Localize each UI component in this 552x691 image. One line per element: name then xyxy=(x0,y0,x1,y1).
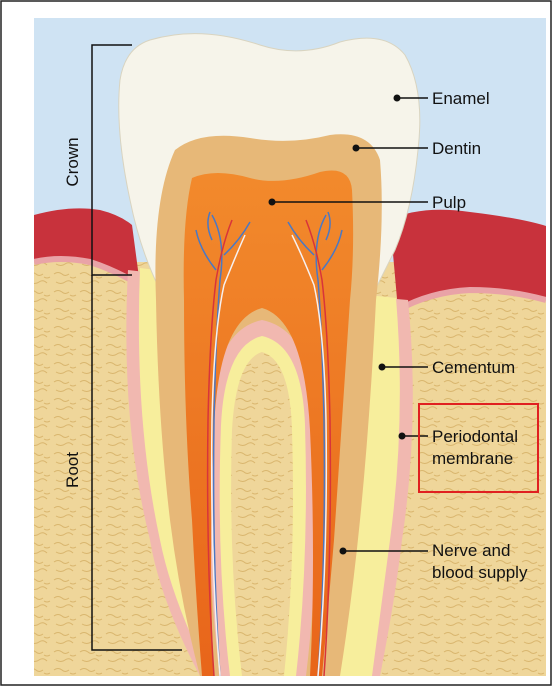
pulp-label: Pulp xyxy=(432,193,466,212)
crown-label: Crown xyxy=(63,137,82,186)
periodontal-label-line2: membrane xyxy=(432,449,513,468)
enamel-label: Enamel xyxy=(432,89,490,108)
cementum-label: Cementum xyxy=(432,358,515,377)
inter-root-bone xyxy=(231,352,293,676)
periodontal-label-line1: Periodontal xyxy=(432,427,518,446)
nerve-label-line2: blood supply xyxy=(432,563,528,582)
root-label: Root xyxy=(63,452,82,488)
dentin-label: Dentin xyxy=(432,139,481,158)
nerve-label-line1: Nerve and xyxy=(432,541,510,560)
